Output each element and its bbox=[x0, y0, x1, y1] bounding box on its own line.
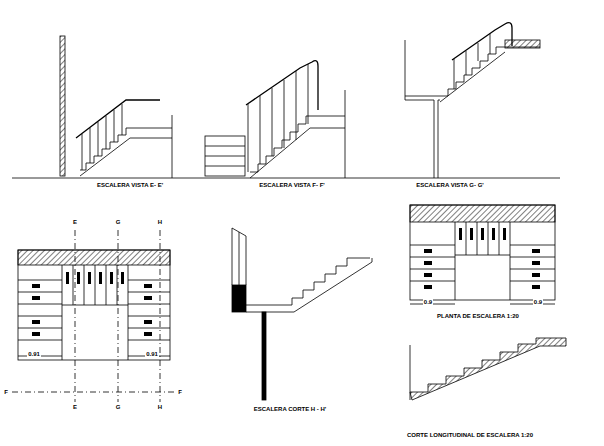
section-mark: 0.91 bbox=[27, 351, 41, 358]
section-mark: G bbox=[115, 219, 122, 226]
view-title: ESCALERA VISTA G- G' bbox=[415, 182, 485, 189]
section-mark: E bbox=[72, 219, 78, 226]
view-title: ESCALERA CORTE H - H' bbox=[253, 406, 328, 413]
view-title: ESCALERA VISTA F- F' bbox=[258, 182, 326, 189]
section-mark: E bbox=[72, 404, 78, 411]
section-mark: 0.9 bbox=[533, 299, 543, 306]
section-mark: 0.91 bbox=[145, 351, 159, 358]
section-mark: 0.9 bbox=[423, 299, 433, 306]
section-mark: F bbox=[3, 389, 9, 396]
section-mark: H bbox=[157, 219, 163, 226]
section-mark: G bbox=[115, 404, 122, 411]
view-title: ESCALERA VISTA E- E' bbox=[96, 182, 164, 189]
section-mark: F bbox=[177, 389, 183, 396]
view-title: CORTE LONGITUDINAL DE ESCALERA 1:20 bbox=[406, 432, 534, 439]
view-title: PLANTA DE ESCALERA 1:20 bbox=[436, 313, 520, 320]
section-mark: H bbox=[157, 404, 163, 411]
